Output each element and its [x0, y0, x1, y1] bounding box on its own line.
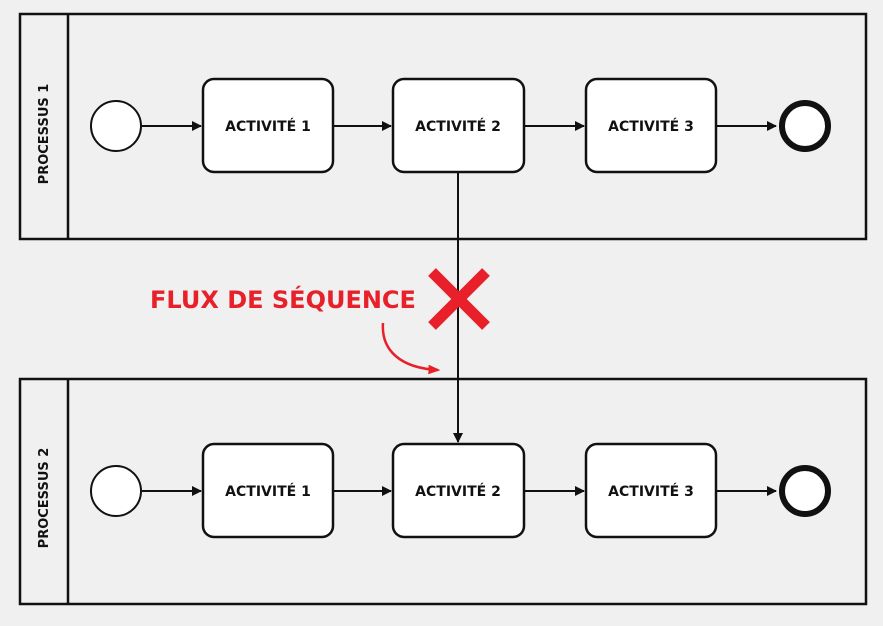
- pool-processus-1: PROCESSUS 1 ACTIVITÉ 1 ACTIVITÉ 2 ACTIVI…: [18, 12, 868, 241]
- task-activite-3[interactable]: ACTIVITÉ 3: [584, 77, 718, 174]
- task-label: ACTIVITÉ 3: [608, 118, 694, 135]
- task-activite-3[interactable]: ACTIVITÉ 3: [584, 442, 718, 539]
- task-box[interactable]: [201, 77, 335, 174]
- task-box[interactable]: [391, 442, 526, 539]
- task-box[interactable]: [201, 442, 335, 539]
- pool-processus-2: PROCESSUS 2 ACTIVITÉ 1 ACTIVITÉ 2 ACTIVI…: [18, 377, 868, 606]
- end-event-icon[interactable]: [779, 465, 831, 517]
- task-label: ACTIVITÉ 1: [225, 483, 311, 500]
- task-box[interactable]: [584, 77, 718, 174]
- end-event-icon[interactable]: [779, 100, 831, 152]
- start-event-icon[interactable]: [90, 465, 142, 517]
- annotation-label: FLUX DE SÉQUENCE: [150, 285, 416, 314]
- task-activite-2[interactable]: ACTIVITÉ 2: [391, 77, 526, 174]
- task-activite-1[interactable]: ACTIVITÉ 1: [201, 442, 335, 539]
- task-activite-2[interactable]: ACTIVITÉ 2: [391, 442, 526, 539]
- cross-icon: [428, 268, 490, 330]
- task-activite-1[interactable]: ACTIVITÉ 1: [201, 77, 335, 174]
- task-box[interactable]: [584, 442, 718, 539]
- pool-label: PROCESSUS 1: [37, 84, 52, 185]
- task-label: ACTIVITÉ 2: [415, 118, 501, 135]
- task-label: ACTIVITÉ 3: [608, 483, 694, 500]
- curved-arrow-icon: [381, 322, 441, 375]
- start-event-icon[interactable]: [90, 100, 142, 152]
- pool-label: PROCESSUS 2: [37, 448, 52, 549]
- task-label: ACTIVITÉ 2: [415, 483, 501, 500]
- task-label: ACTIVITÉ 1: [225, 118, 311, 135]
